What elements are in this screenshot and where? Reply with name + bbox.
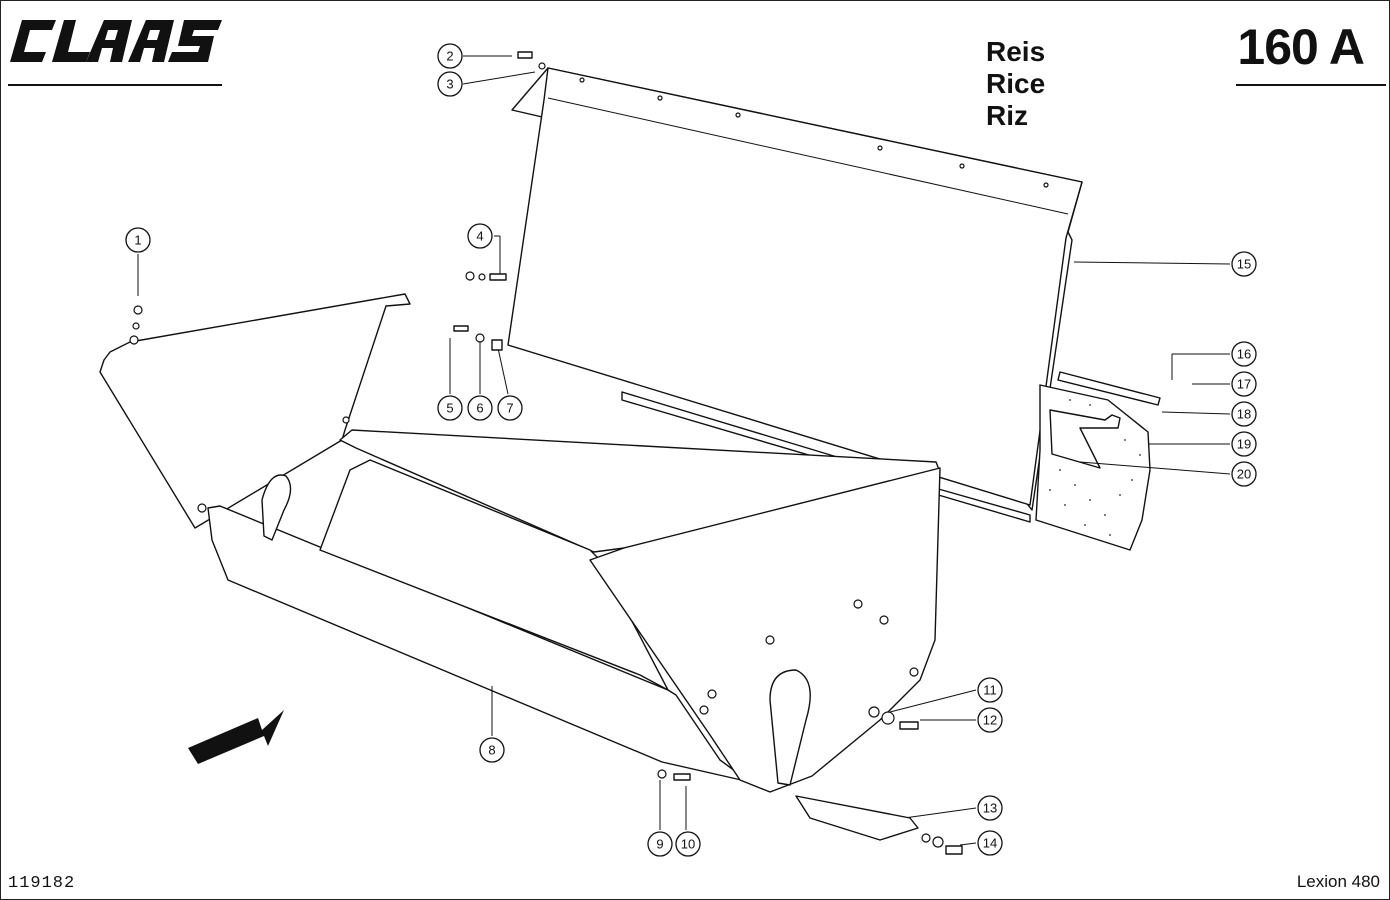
page-number: 160 A — [1237, 19, 1365, 75]
callout-18: 18 — [1231, 401, 1257, 427]
callout-2: 2 — [437, 43, 463, 69]
callout-14: 14 — [977, 830, 1003, 856]
callout-15: 15 — [1231, 251, 1257, 277]
callout-8: 8 — [479, 737, 505, 763]
callout-6: 6 — [467, 395, 493, 421]
svg-text:17: 17 — [1237, 377, 1251, 392]
page-number-underline — [1236, 84, 1386, 86]
callout-16: 16 — [1231, 341, 1257, 367]
svg-text:13: 13 — [983, 801, 997, 816]
svg-text:7: 7 — [506, 401, 513, 416]
svg-text:4: 4 — [476, 229, 483, 244]
language-label-de: Reis — [986, 36, 1046, 67]
svg-text:6: 6 — [476, 401, 483, 416]
callout-4: 4 — [467, 223, 493, 249]
claas-logo — [8, 18, 223, 69]
callout-3: 3 — [437, 71, 463, 97]
callout-12: 12 — [977, 707, 1003, 733]
callout-1: 1 — [125, 227, 151, 253]
svg-text:15: 15 — [1237, 257, 1251, 272]
language-label-en: Rice — [986, 68, 1046, 99]
callout-20: 20 — [1231, 461, 1257, 487]
language-label-fr: Riz — [986, 100, 1028, 131]
callout-7: 7 — [497, 395, 523, 421]
svg-text:11: 11 — [983, 683, 997, 698]
trough-bolt-holes — [197, 416, 919, 715]
svg-text:5: 5 — [446, 401, 453, 416]
plate-bolt-holes — [579, 77, 1049, 188]
svg-text:18: 18 — [1237, 407, 1251, 422]
svg-text:20: 20 — [1237, 467, 1251, 482]
direction-arrow — [188, 710, 284, 764]
svg-text:1: 1 — [134, 233, 141, 248]
callout-10: 10 — [675, 831, 701, 857]
trough-housing — [99, 293, 941, 793]
drawing-reference-number: 119182 — [8, 874, 76, 893]
callout-17: 17 — [1231, 371, 1257, 397]
svg-text:19: 19 — [1237, 437, 1251, 452]
svg-text:3: 3 — [446, 77, 453, 92]
fasteners — [129, 51, 963, 855]
foam-texture — [1049, 399, 1141, 536]
svg-text:8: 8 — [488, 743, 495, 758]
svg-text:14: 14 — [983, 836, 997, 851]
svg-text:10: 10 — [681, 837, 695, 852]
callout-13: 13 — [977, 795, 1003, 821]
callout-9: 9 — [647, 831, 673, 857]
rear-cover-plate — [507, 67, 1083, 511]
leader-lines — [137, 55, 1231, 846]
machine-model: Lexion 480 — [1296, 872, 1380, 891]
callout-11: 11 — [977, 677, 1003, 703]
callout-19: 19 — [1231, 431, 1257, 457]
side-mount-assembly — [1035, 371, 1161, 551]
svg-text:12: 12 — [983, 713, 997, 728]
svg-text:9: 9 — [656, 837, 663, 852]
svg-text:16: 16 — [1237, 347, 1251, 362]
svg-text:2: 2 — [446, 49, 453, 64]
logo-underline — [8, 84, 222, 86]
callout-5: 5 — [437, 395, 463, 421]
